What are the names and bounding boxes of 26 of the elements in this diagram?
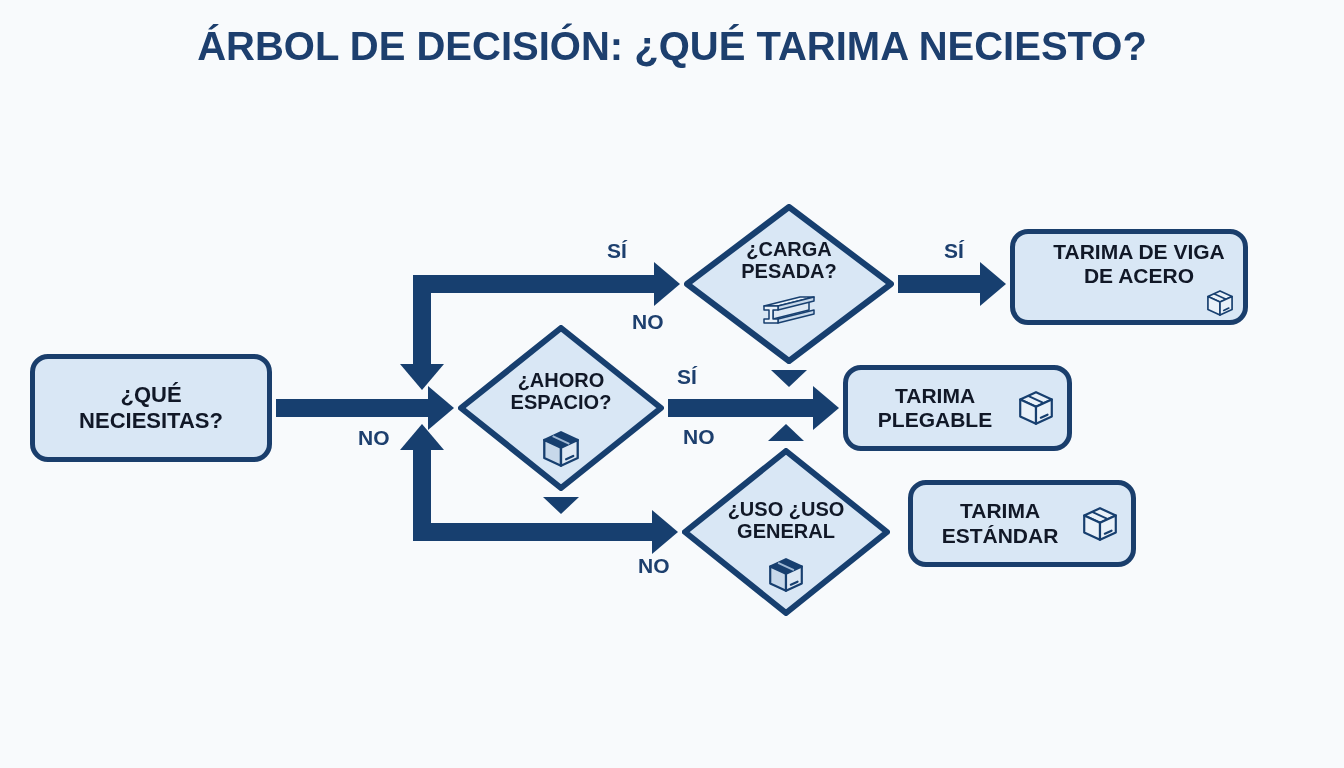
process-box — [1010, 229, 1248, 325]
arrow — [898, 262, 1006, 306]
process-box — [843, 365, 1072, 451]
edge-label: SÍ — [677, 366, 697, 387]
box-label: TARIMA ESTÁNDAR — [940, 499, 1060, 548]
process-box — [908, 480, 1136, 567]
box-label: TARIMA DE VIGA DE ACERO — [1052, 240, 1226, 289]
branch-label: NO — [632, 311, 664, 332]
decision-diamond — [684, 204, 894, 364]
arrow — [276, 386, 454, 430]
diagram-title: ÁRBOL DE DECISIÓN: ¿QUÉ TARIMA NECIESTO? — [197, 22, 1147, 70]
decision-label: ¿USO ¿USO GENERAL — [726, 498, 846, 543]
branch-label: NO — [358, 427, 390, 448]
edge-label: SÍ — [607, 240, 627, 261]
decision-label: ¿CARGA PESADA? — [740, 238, 838, 283]
arrow — [400, 424, 678, 554]
arrow — [400, 262, 680, 390]
process-box — [30, 354, 272, 462]
box-label: TARIMA PLEGABLE — [876, 383, 994, 433]
decision-diamond — [682, 448, 890, 616]
box-label: ¿QUÉ NECIESITAS? — [78, 381, 224, 435]
edge-label: SÍ — [944, 240, 964, 261]
decision-label: ¿AHORO ESPACIO? — [509, 369, 613, 414]
branch-label: NO — [683, 426, 715, 447]
arrow — [668, 386, 839, 430]
edge-label: NO — [638, 555, 670, 576]
